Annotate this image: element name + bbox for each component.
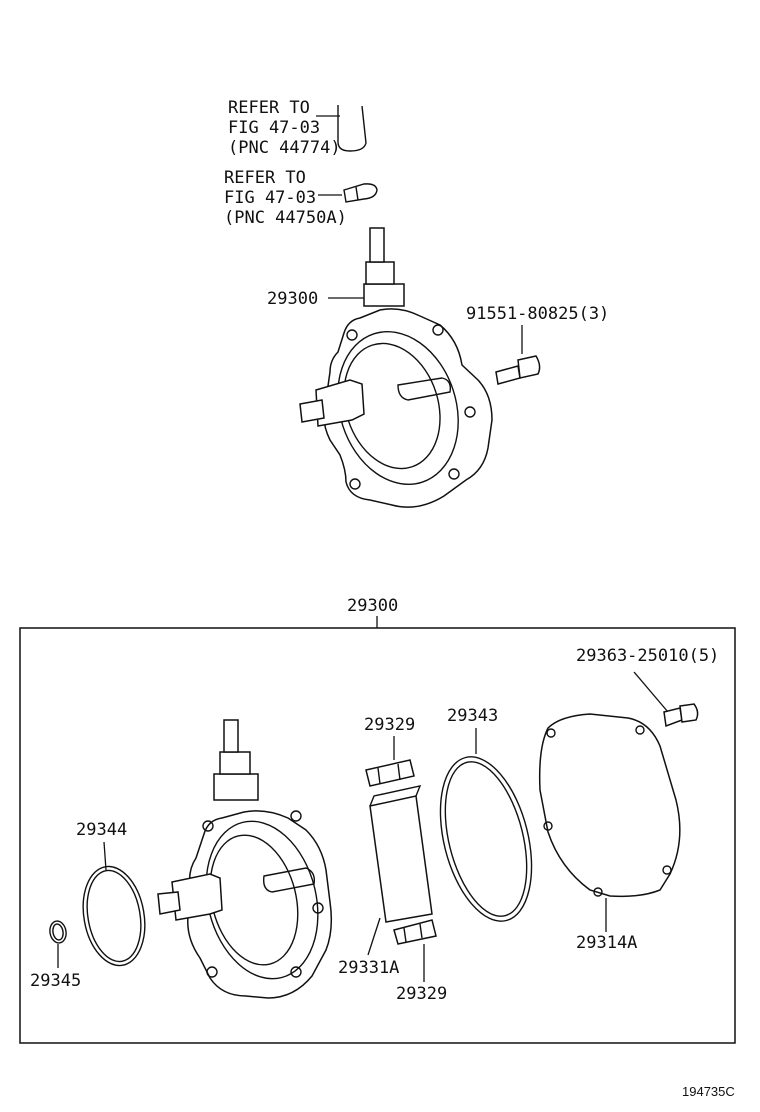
- box-title-label[interactable]: 29300: [347, 596, 398, 616]
- reference-hose-line-3: (PNC 44774): [228, 138, 341, 158]
- reference-clamp-line-2: FIG 47-03: [224, 188, 316, 208]
- part-label-vane-bottom[interactable]: 29329: [396, 984, 447, 1004]
- part-label-bolt-outer[interactable]: 91551-80825(3): [466, 304, 609, 324]
- vane-icon: [369, 785, 433, 923]
- reference-clamp-line-3: (PNC 44750A): [224, 208, 347, 228]
- reference-clamp: REFER TO FIG 47-03 (PNC 44750A): [224, 168, 378, 228]
- mid-o-ring-icon: [82, 865, 146, 967]
- cover-plate-icon: [538, 713, 681, 898]
- figure-id: 194735C: [682, 1084, 735, 1099]
- part-label-bolt-cover[interactable]: 29363-25010(5): [576, 646, 719, 666]
- part-label-cover-plate[interactable]: 29314A: [576, 933, 637, 953]
- hose-clamp-icon: [343, 183, 378, 203]
- small-o-ring-icon: [49, 920, 67, 944]
- reference-hose-line-2: FIG 47-03: [228, 118, 320, 138]
- hose-icon: [337, 105, 367, 152]
- large-o-ring-icon: [439, 756, 533, 922]
- reference-hose: REFER TO FIG 47-03 (PNC 44774): [228, 98, 367, 158]
- part-label-o-ring-mid[interactable]: 29344: [76, 820, 127, 840]
- vacuum-pump-assembly-icon: [299, 227, 493, 508]
- exploded-view-frame: [19, 627, 736, 1044]
- part-label-vane[interactable]: 29331A: [338, 958, 399, 978]
- part-label-vane-top[interactable]: 29329: [364, 715, 415, 735]
- reference-clamp-line-1: REFER TO: [224, 168, 306, 188]
- vane-top-icon: [365, 759, 415, 787]
- part-label-o-ring-small[interactable]: 29345: [30, 971, 81, 991]
- bolt-icon: [495, 355, 541, 385]
- cover-bolt-icon: [663, 703, 699, 728]
- part-label-o-ring-large[interactable]: 29343: [447, 706, 498, 726]
- part-label-pump-assy[interactable]: 29300: [267, 289, 318, 309]
- pump-body-icon: [157, 719, 333, 999]
- reference-hose-line-1: REFER TO: [228, 98, 310, 118]
- vane-bottom-icon: [393, 919, 437, 945]
